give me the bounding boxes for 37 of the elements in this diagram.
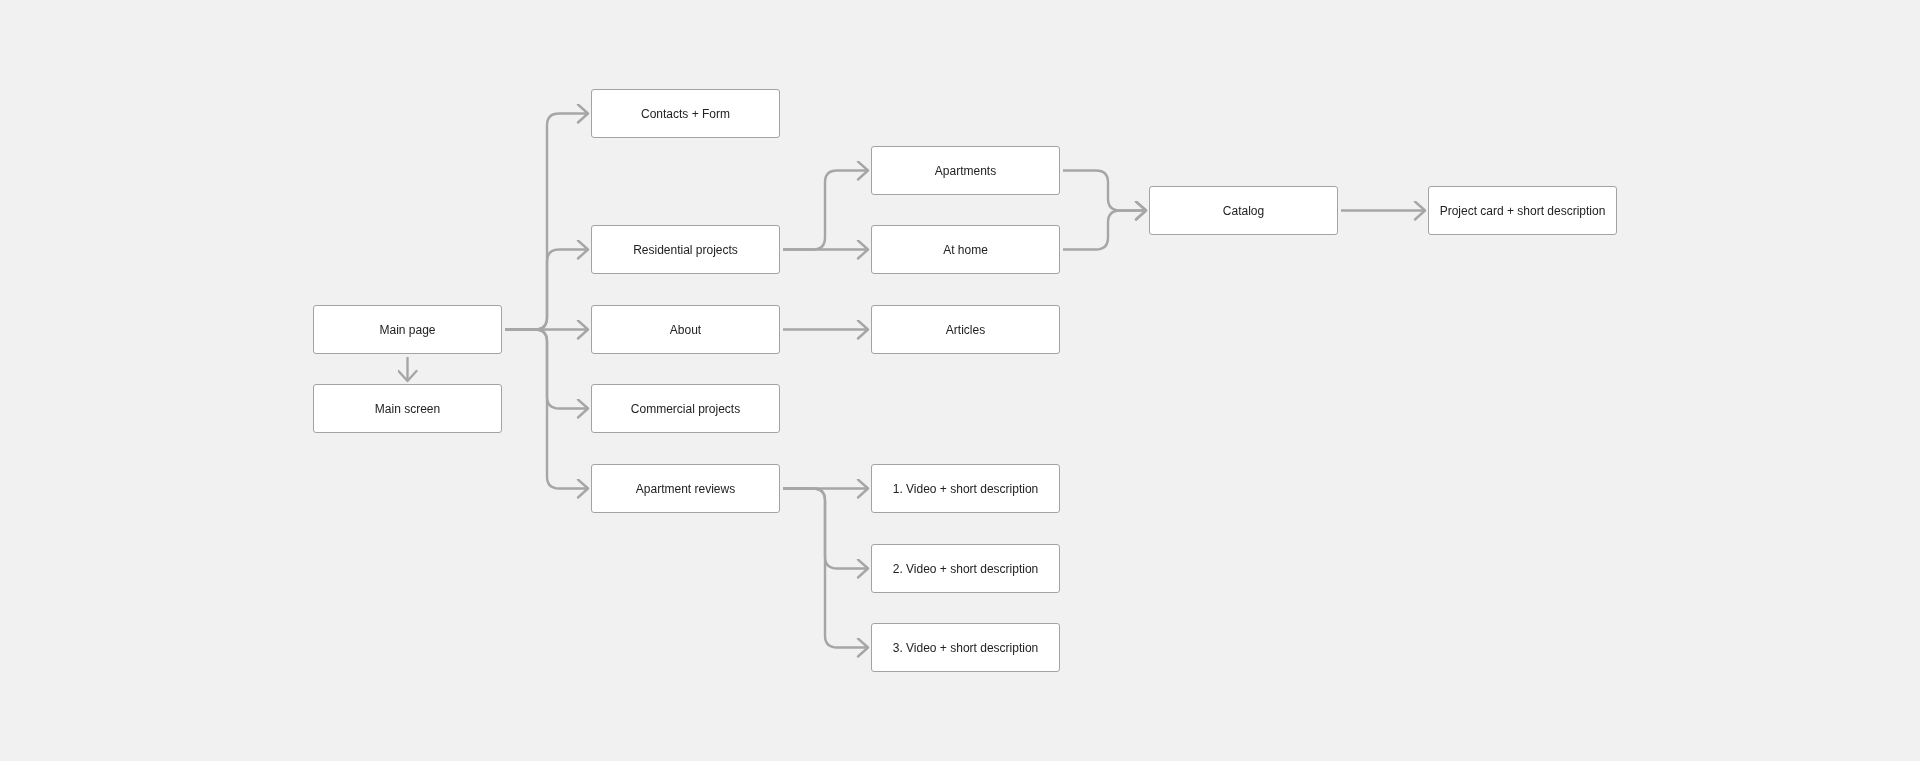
page-title: Apartments	[934, 163, 997, 178]
arrow	[1063, 200, 1148, 251]
page-box	[591, 464, 780, 513]
page-title: At home	[943, 242, 988, 257]
page-title: Apartment reviews	[635, 481, 736, 496]
page-box	[871, 225, 1060, 274]
page-title: Catalog	[1222, 203, 1265, 218]
page-box	[871, 544, 1060, 593]
page-title: Main page	[379, 322, 436, 337]
arrow	[397, 357, 418, 383]
page-title: Main screen	[374, 401, 441, 416]
page-box	[591, 305, 780, 354]
page-title: Residential projects	[633, 242, 738, 257]
arrow	[783, 239, 870, 260]
arrow	[783, 487, 870, 658]
arrow	[783, 319, 870, 340]
page-box	[871, 305, 1060, 354]
page-box	[591, 89, 780, 138]
page-box	[313, 384, 502, 433]
page-box	[871, 623, 1060, 672]
page-box	[591, 384, 780, 433]
page-box	[1428, 186, 1617, 235]
page-title: 1. Video + short description	[892, 481, 1039, 496]
page-box	[871, 146, 1060, 195]
page-title: Commercial projects	[630, 401, 741, 416]
page-title: Contacts + Form	[641, 106, 730, 121]
page-box	[1149, 186, 1338, 235]
arrow	[505, 328, 590, 499]
page-box	[313, 305, 502, 354]
page-title: About	[669, 322, 702, 337]
page-box	[871, 464, 1060, 513]
page-title: 3. Video + short description	[892, 640, 1039, 655]
page-title: Project card + short description	[1439, 203, 1606, 218]
page-box	[591, 225, 780, 274]
arrow	[1341, 200, 1427, 221]
page-title: 2. Video + short description	[892, 561, 1039, 576]
page-title: Articles	[945, 322, 986, 337]
